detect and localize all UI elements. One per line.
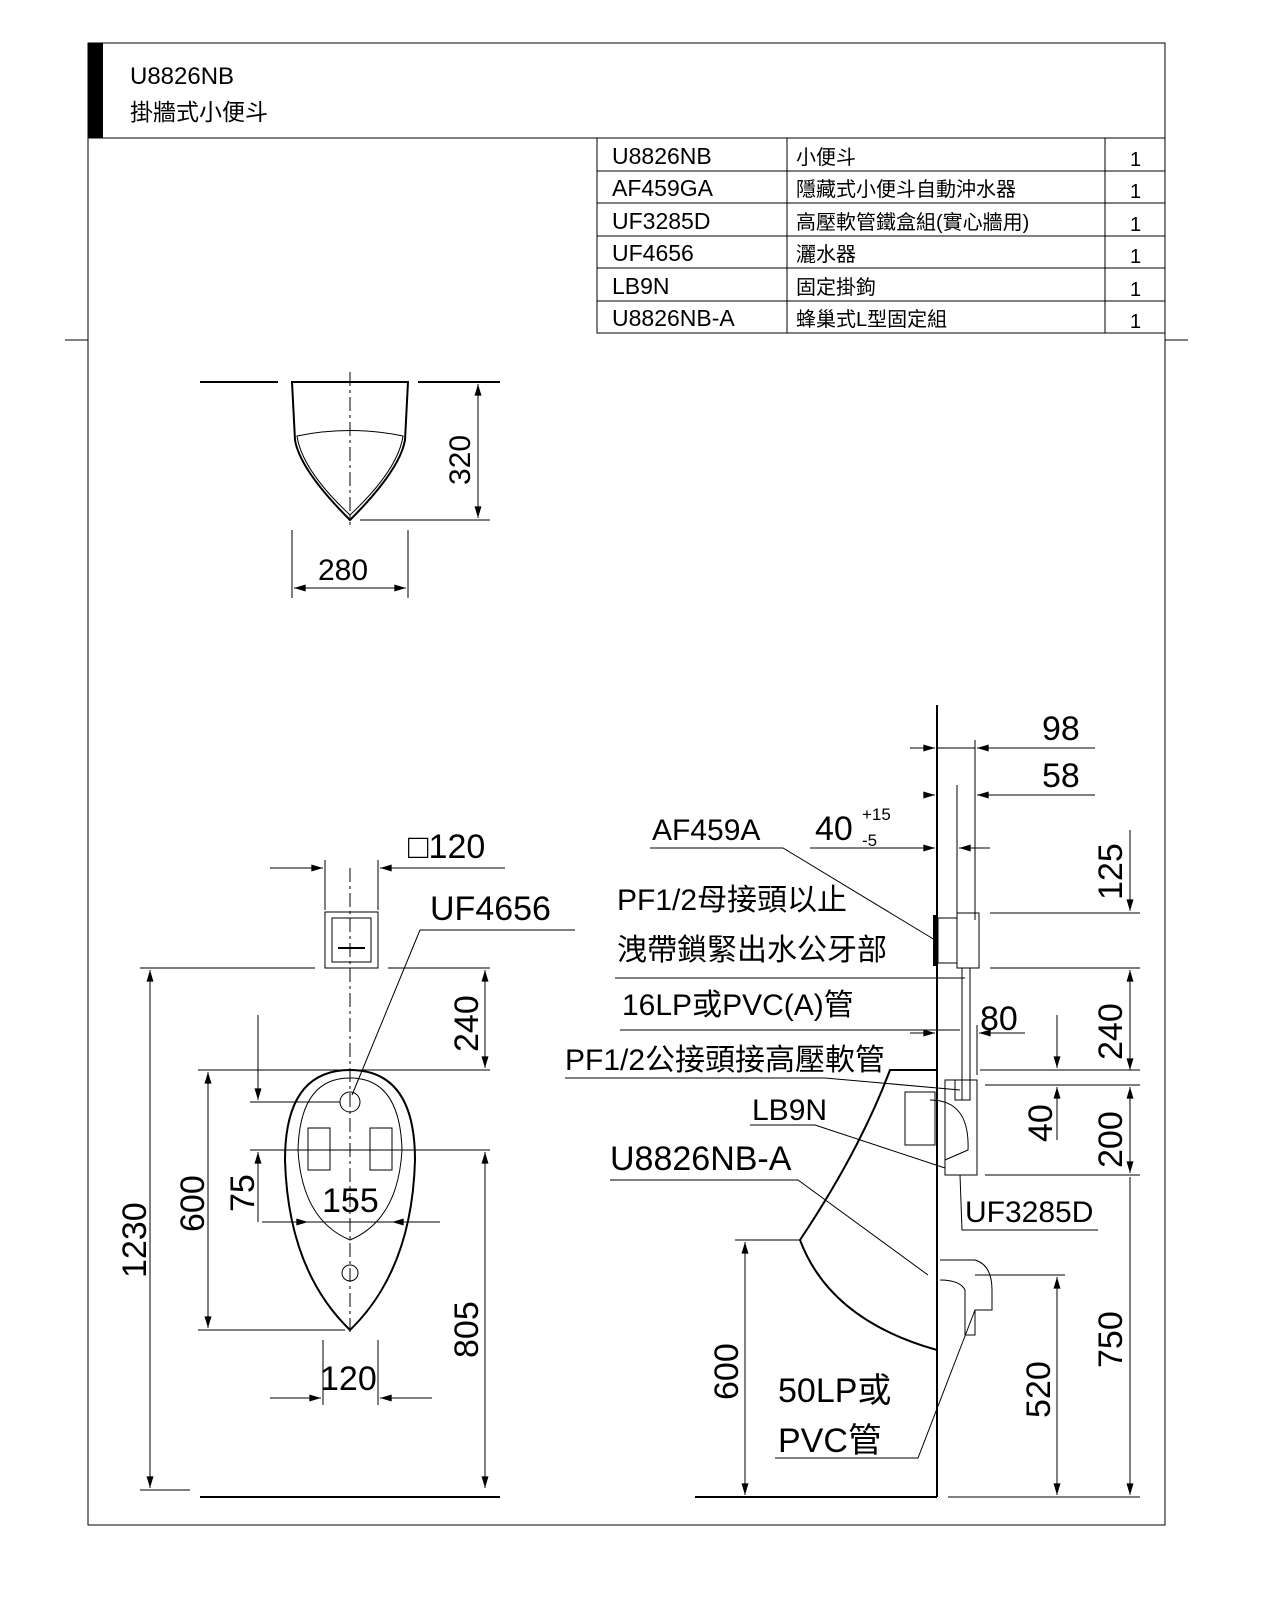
drawing-line	[331, 917, 372, 963]
drawing-shape	[297, 1077, 403, 1241]
label-pipe-16lp: 16LP或PVC(A)管	[622, 989, 854, 1022]
label-pf-female-2: 洩帶鎖緊出水公牙部	[617, 934, 887, 967]
dim-1230: 1230	[116, 1202, 154, 1278]
dim-600: 600	[174, 1175, 212, 1232]
drawing-text: 高壓軟管鐵盒組(實心牆用)	[796, 210, 1029, 234]
label-uf3285d: UF3285D	[965, 1196, 1093, 1229]
drawing-text: 1	[1130, 311, 1141, 333]
dim-75: 75	[224, 1174, 262, 1212]
parts-table: U8826NB 小便斗 1 AF459GA 隱藏式小便斗自動沖水器 1 UF3285D 高…	[596, 137, 1166, 334]
top-view: 320 280	[200, 372, 500, 598]
dim-side-600: 600	[708, 1343, 746, 1400]
dim-750: 750	[1092, 1311, 1130, 1368]
dim-125: 125	[1092, 843, 1130, 900]
drawing-line	[565, 1077, 961, 1091]
front-view: □120 UF4656 1230 600 75 240 805 155	[116, 828, 575, 1498]
label-drain-2: PVC管	[778, 1422, 882, 1460]
drawing-text: 灑水器	[796, 243, 856, 266]
dim-280: 280	[318, 554, 368, 587]
drawing-text: 小便斗	[796, 146, 856, 169]
model-number: U8826NB	[130, 63, 234, 90]
label-pf-female-1: PF1/2母接頭以止	[617, 884, 847, 917]
label-drain-1: 50LP或	[778, 1372, 891, 1410]
dim-side-240: 240	[1092, 1003, 1130, 1060]
dim-98: 98	[1042, 710, 1080, 748]
drawing-text: 1	[1130, 149, 1141, 171]
drawing-line	[750, 1124, 946, 1169]
label-lb9n: LB9N	[752, 1094, 827, 1127]
drawing-text: 蜂巢式L型固定組	[796, 308, 947, 331]
dim-320: 320	[444, 435, 477, 485]
drawing-text: 固定掛鉤	[796, 276, 876, 299]
dim-58: 58	[1042, 757, 1080, 795]
drain-trap	[939, 1259, 993, 1336]
dim-200: 200	[1092, 1111, 1130, 1168]
sensor-plate	[324, 911, 379, 969]
drawing-text: 1	[1130, 279, 1141, 301]
dim-80: 80	[980, 1000, 1018, 1038]
dim-240: 240	[448, 995, 486, 1052]
table-row: UF4656 灑水器 1	[612, 240, 1141, 268]
drawing-shape	[296, 430, 404, 516]
drawing-text: U8826NB	[612, 143, 712, 169]
side-view: 98 58 40 +15 -5 125 240 200	[565, 705, 1140, 1498]
drawing-line	[650, 847, 936, 941]
drawing-text: 1	[1130, 214, 1141, 236]
label-pf-male: PF1/2公接頭接高壓軟管	[565, 1044, 885, 1077]
dim-40: 40	[815, 810, 853, 848]
product-title: 掛牆式小便斗	[130, 99, 268, 125]
drawing-text: UF3285D	[612, 208, 710, 234]
dim-805: 805	[448, 1301, 486, 1358]
drawing-text: 1	[1130, 246, 1141, 268]
label-uf4656: UF4656	[430, 890, 551, 928]
drawing-line	[937, 917, 958, 964]
drawing-line	[944, 1079, 978, 1176]
dim-520: 520	[1020, 1361, 1058, 1418]
dim-outlet-120: 120	[320, 1360, 377, 1398]
table-row: AF459GA 隱藏式小便斗自動沖水器 1	[612, 175, 1141, 203]
label-u8826nb-a: U8826NB-A	[610, 1140, 792, 1178]
urinal-body	[283, 1068, 417, 1332]
table-row: UF3285D 高壓軟管鐵盒組(實心牆用) 1	[612, 208, 1141, 236]
dim-155: 155	[322, 1182, 379, 1220]
dim-side-40: 40	[1022, 1104, 1060, 1142]
drawing-shape	[290, 381, 410, 522]
drawing-text: UF4656	[612, 240, 694, 266]
drawing-text: 1	[1130, 181, 1141, 203]
drain-outlet	[341, 1264, 359, 1282]
drawing-text: 隱藏式小便斗自動沖水器	[796, 178, 1016, 201]
header-bar	[88, 43, 103, 138]
table-row: U8826NB-A 蜂巢式L型固定組 1	[612, 305, 1141, 333]
tolerance-plus: +15	[862, 805, 891, 824]
tolerance-minus: -5	[862, 831, 877, 850]
urinal-side-profile	[798, 1069, 938, 1351]
drawing-shape	[929, 1099, 969, 1161]
label-af459a: AF459A	[652, 814, 760, 847]
drawing-line	[307, 1127, 331, 1171]
drawing-line	[610, 1179, 929, 1276]
drawing-text: U8826NB-A	[612, 305, 735, 331]
drawing-text: LB9N	[612, 273, 670, 299]
drawing-line	[959, 1174, 1098, 1231]
drawing-shape	[904, 1091, 936, 1146]
drawing-line	[351, 929, 421, 1096]
drawing-frame	[87, 42, 1166, 1526]
drawing-line	[775, 1309, 976, 1459]
flush-valve-box	[956, 912, 980, 969]
drawing-text: AF459GA	[612, 175, 714, 201]
table-row: LB9N 固定掛鉤 1	[612, 273, 1141, 301]
table-row: U8826NB 小便斗 1	[612, 143, 1141, 171]
dim-sensor-120: □120	[408, 828, 485, 866]
drawing-line	[369, 1127, 393, 1171]
